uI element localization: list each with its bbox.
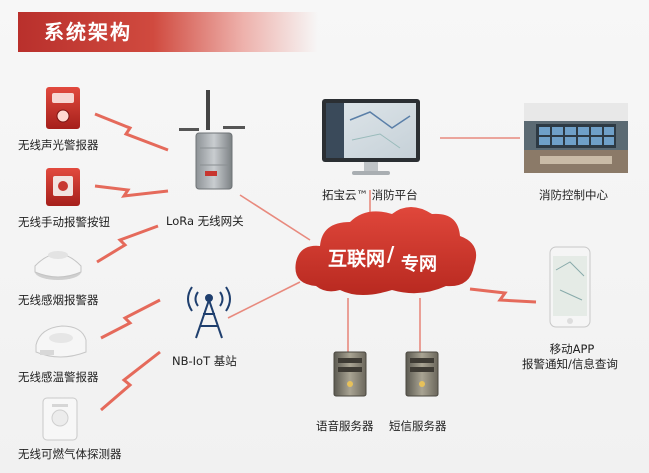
link-manual-lora bbox=[94, 184, 169, 198]
heat-alarm-icon bbox=[35, 325, 87, 358]
manual-alarm-button-icon bbox=[46, 168, 80, 206]
cloud-icon bbox=[295, 207, 477, 295]
title-banner bbox=[18, 12, 318, 52]
nbiot-tower-icon bbox=[187, 286, 231, 339]
label-sound-light-alarm: 无线声光警报器 bbox=[18, 138, 99, 152]
label-voice-server: 语音服务器 bbox=[316, 419, 374, 433]
label-mobile-desc: 报警通知/信息查询 bbox=[522, 357, 618, 371]
mobile-phone-icon bbox=[549, 246, 591, 328]
control-center-photo bbox=[524, 103, 628, 173]
label-heat-alarm: 无线感温警报器 bbox=[18, 370, 99, 384]
cloud-label-private: 专网 bbox=[401, 254, 437, 275]
page-title: 系统架构 bbox=[44, 20, 132, 44]
lora-gateway-icon bbox=[179, 90, 245, 190]
cloud-label-slash: / bbox=[387, 242, 395, 266]
link-smoke-lora bbox=[96, 224, 159, 264]
label-platform: 拓宝云™ 消防平台 bbox=[322, 188, 418, 202]
label-nbiot-station: NB-IoT 基站 bbox=[172, 354, 237, 368]
label-sms-server: 短信服务器 bbox=[389, 419, 447, 433]
label-gas-detector: 无线可燃气体探测器 bbox=[18, 447, 122, 461]
label-manual-alarm-button: 无线手动报警按钮 bbox=[18, 215, 110, 229]
wireless-links bbox=[94, 112, 537, 412]
link-gas-nbiot bbox=[100, 350, 161, 412]
link-cloud-mobile bbox=[469, 287, 537, 304]
platform-monitor-icon bbox=[322, 99, 420, 175]
label-mobile-app: 移动APP bbox=[549, 342, 595, 356]
label-lora-gateway: LoRa 无线网关 bbox=[166, 214, 244, 228]
smoke-alarm-icon bbox=[34, 251, 82, 280]
link-nbiot-cloud bbox=[227, 281, 301, 319]
gas-detector-icon bbox=[42, 397, 78, 441]
voice-server-icon bbox=[333, 351, 367, 397]
sms-server-icon bbox=[405, 351, 439, 397]
sound-light-alarm-icon bbox=[46, 87, 80, 129]
network-links bbox=[227, 137, 520, 352]
label-smoke-alarm: 无线感烟报警器 bbox=[18, 293, 99, 307]
link-sound-light-lora bbox=[94, 112, 169, 152]
cloud-label-internet: 互联网 bbox=[328, 248, 386, 270]
label-control-center: 消防控制中心 bbox=[539, 188, 608, 202]
link-heat-nbiot bbox=[100, 298, 161, 340]
link-lora-cloud bbox=[239, 194, 311, 241]
